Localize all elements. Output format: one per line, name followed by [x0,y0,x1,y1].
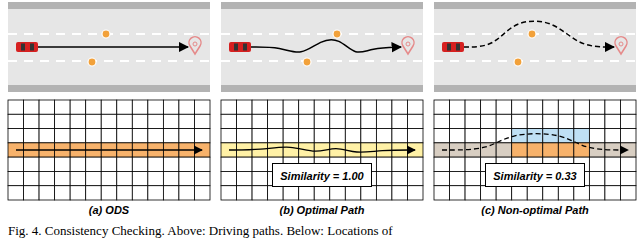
panel-label: (b) Optimal Path [280,204,365,216]
similarity-box: Similarity = 0.33 [485,163,584,187]
figure-caption: Fig. 4. Consistency Checking. Above: Dri… [8,223,393,239]
panel-label: (a) ODS [89,204,129,216]
similarity-text: Similarity = 0.33 [493,170,576,182]
panel-art [221,2,423,200]
similarity-box: Similarity = 1.00 [272,163,371,187]
similarity-text: Similarity = 1.00 [280,170,363,182]
panel-art [8,2,210,200]
panel-art [434,2,636,200]
panel-label: (c) Non-optimal Path [481,204,589,216]
